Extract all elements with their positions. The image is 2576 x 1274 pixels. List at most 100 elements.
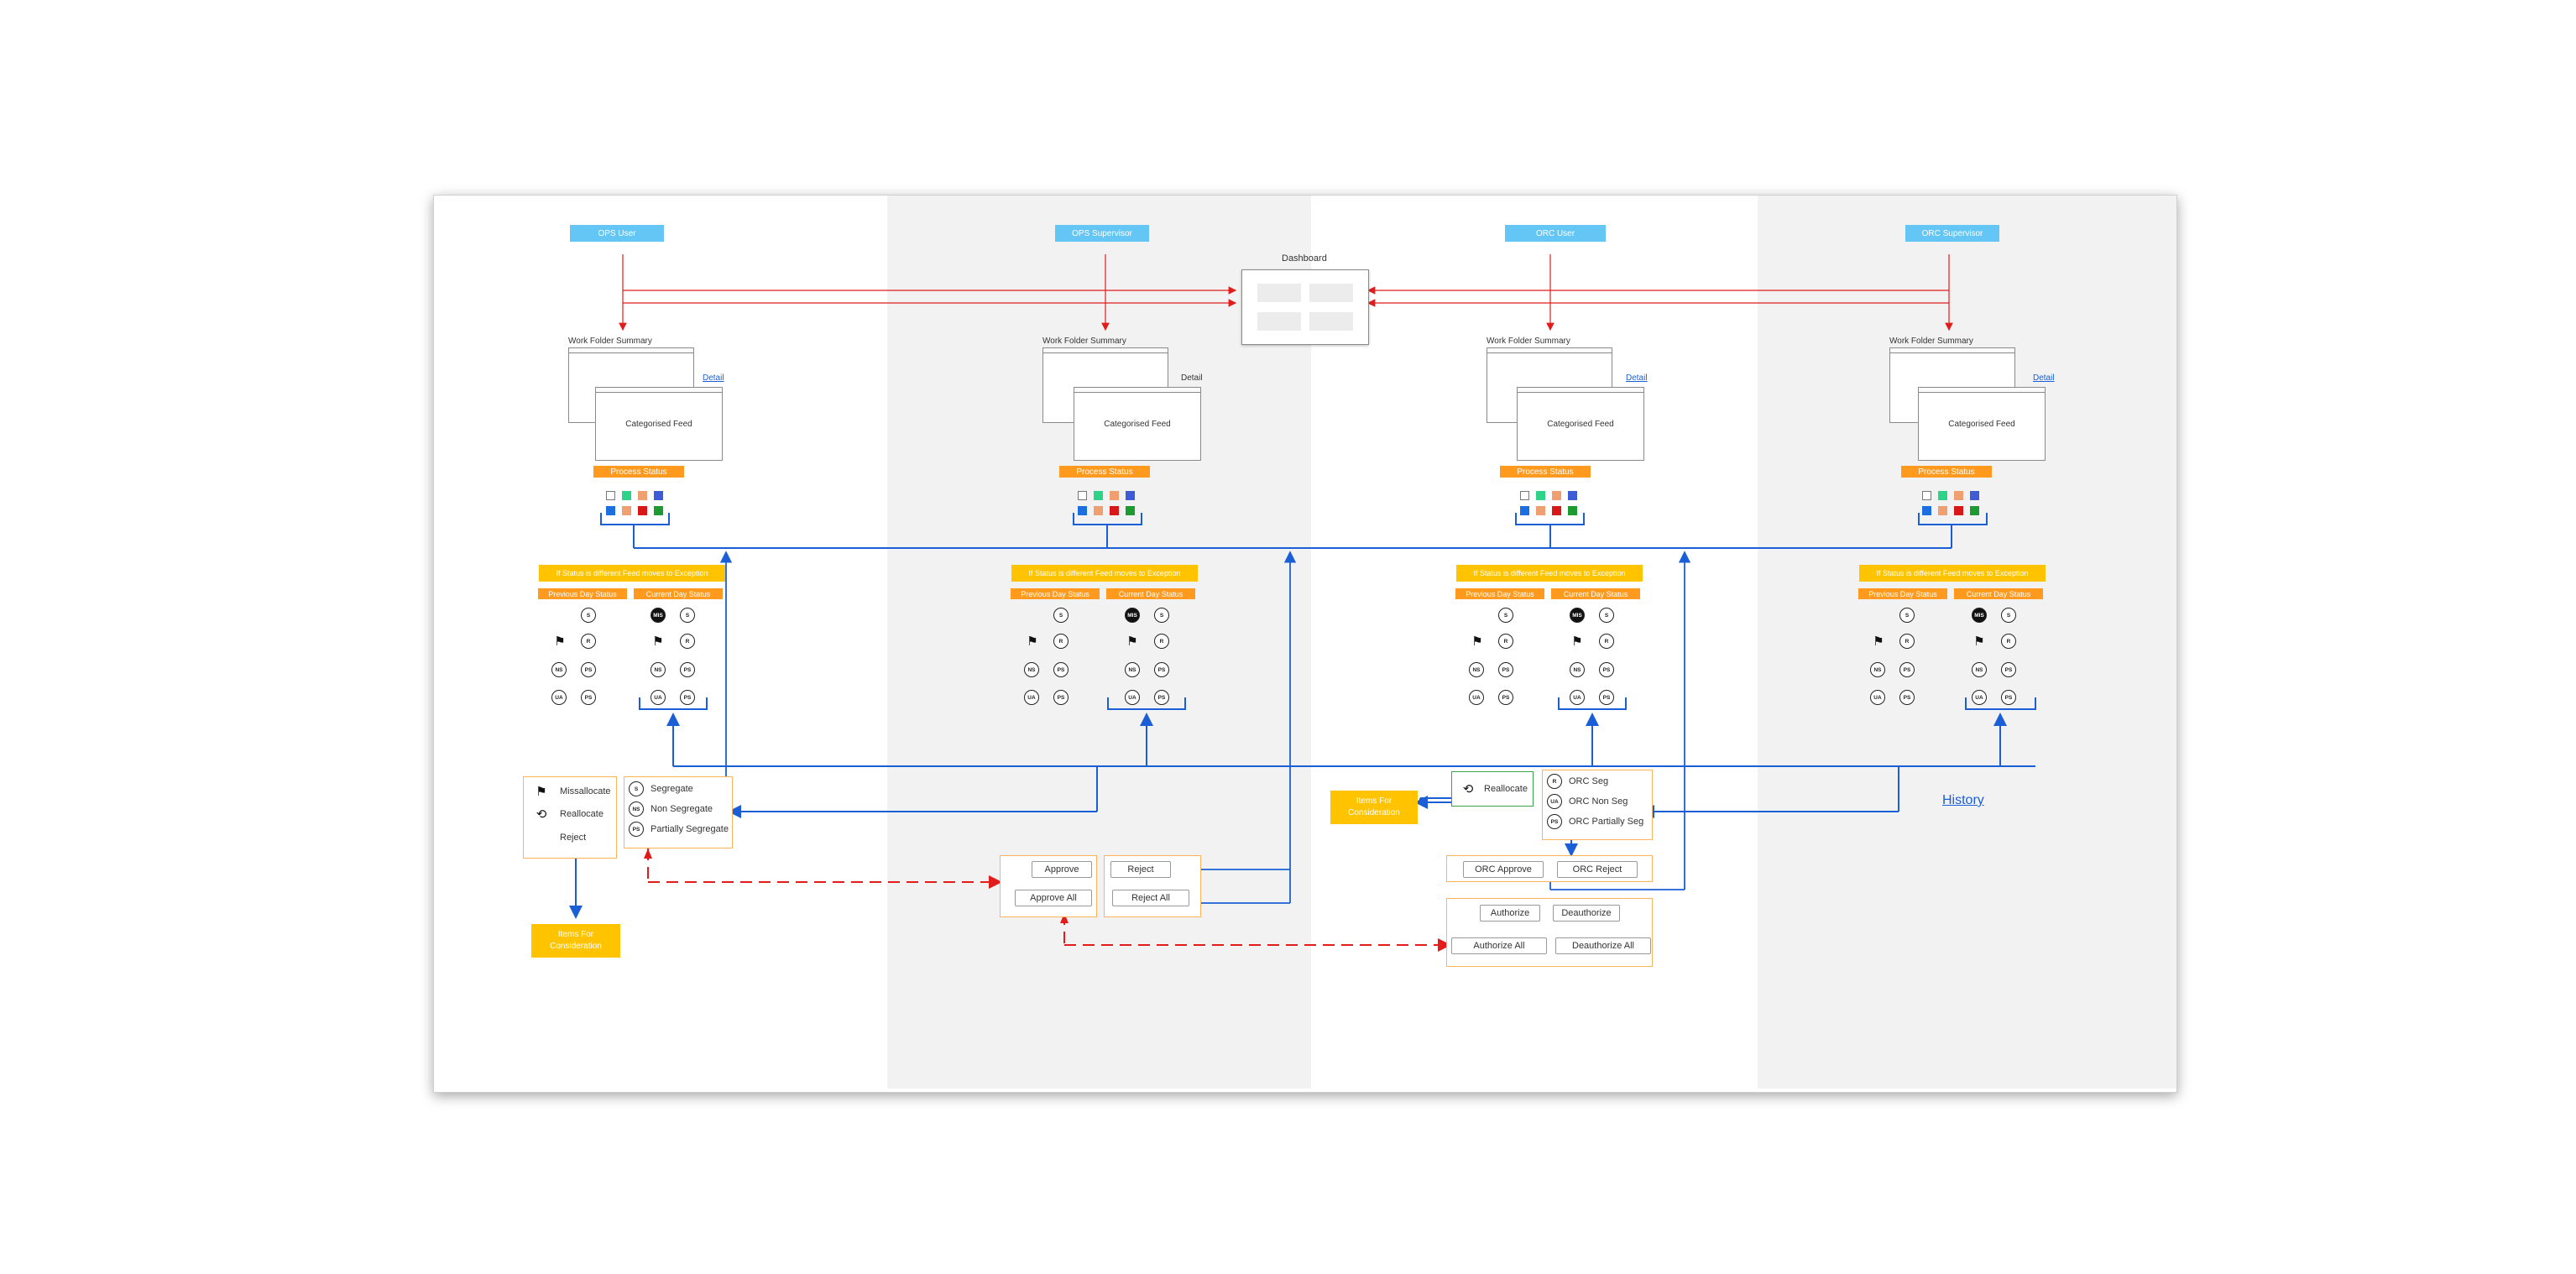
reject-option[interactable]: Reject [560, 833, 587, 843]
current-day-status-label: Current Day Status [1954, 588, 2043, 599]
process-status-swatches [1922, 491, 1989, 516]
dashboard-tile [1257, 284, 1301, 302]
unallocated-status-icon: UA [1870, 690, 1885, 705]
non-seg-status-icon: NS [1972, 662, 1987, 677]
partial-seg-status-icon: PS [680, 662, 695, 677]
swatch-blue [1078, 506, 1087, 515]
detail-link[interactable]: Detail [703, 373, 724, 383]
seg-status-icon: S [1899, 608, 1915, 623]
swatch-peach [638, 491, 647, 500]
seg-status-icon: S [1154, 608, 1169, 623]
orc-reallocate-label: Reallocate [1484, 784, 1528, 794]
swatch-peach [1938, 506, 1947, 515]
deauthorize-button[interactable]: Deauthorize [1553, 905, 1620, 922]
swatch-peach [1110, 491, 1119, 500]
history-link[interactable]: History [1942, 793, 1984, 807]
work-folder-summary-title: Work Folder Summary [568, 337, 652, 346]
detail-link[interactable]: Detail [2033, 373, 2055, 383]
reallocated-status-icon: R [680, 634, 695, 649]
reallocated-status-icon: R [581, 634, 596, 649]
categorised-feed-label: Categorised Feed [1948, 419, 2015, 429]
missallocated-status-icon: MIS [1972, 608, 1987, 623]
reject-button[interactable]: Reject [1110, 861, 1171, 878]
reject-all-button[interactable]: Reject All [1112, 890, 1189, 906]
lane-orc-supervisor [1758, 196, 2176, 1089]
deauthorize-all-button[interactable]: Deauthorize All [1555, 937, 1651, 954]
non-seg-status-icon: NS [1870, 662, 1885, 677]
missallocate-icon: ⚑ [1027, 634, 1038, 649]
partial-seg-status-icon: PS [1154, 690, 1169, 705]
categorised-feed-window[interactable]: Categorised Feed [1918, 387, 2046, 461]
partial-seg-status-icon: PS [1599, 690, 1614, 705]
non-seg-status-icon: NS [1024, 662, 1039, 677]
orc-approve-button[interactable]: ORC Approve [1463, 861, 1544, 878]
exception-rule-banner: If Status is different Feed moves to Exc… [1011, 565, 1198, 582]
categorised-feed-window[interactable]: Categorised Feed [595, 387, 723, 461]
partial-seg-status-icon: PS [1154, 662, 1169, 677]
reallocated-status-icon: R [1053, 634, 1069, 649]
current-day-status-label: Current Day Status [1106, 588, 1195, 599]
detail-label[interactable]: Detail [1181, 373, 1203, 383]
non-seg-status-icon: NS [1469, 662, 1484, 677]
work-folder-summary-title: Work Folder Summary [1889, 337, 1973, 346]
authorize-all-button[interactable]: Authorize All [1451, 937, 1547, 954]
orc-seg-label: ORC Seg [1569, 776, 1609, 786]
reallocate-option[interactable]: Reallocate [560, 809, 604, 819]
approve-all-button[interactable]: Approve All [1015, 890, 1092, 906]
partial-seg-status-icon: PS [581, 690, 596, 705]
swatch-red [1552, 506, 1561, 515]
missallocate-icon: ⚑ [1571, 634, 1583, 649]
exception-rule-banner: If Status is different Feed moves to Exc… [1456, 565, 1643, 582]
orc-reallocate-box[interactable] [1451, 771, 1534, 807]
orc-seg-option[interactable]: R ORC Seg [1547, 774, 1608, 789]
partial-seg-status-icon: PS [1498, 690, 1513, 705]
non-seg-status-icon: NS [1125, 662, 1140, 677]
categorised-feed-label: Categorised Feed [625, 419, 692, 429]
role-ops-user: OPS User [570, 225, 664, 242]
unallocated-status-icon: UA [1972, 690, 1987, 705]
missallocate-icon: ⚑ [1873, 634, 1884, 649]
missallocated-status-icon: MIS [651, 608, 666, 623]
partial-seg-status-icon: PS [1899, 662, 1915, 677]
seg-status-icon: S [1498, 608, 1513, 623]
categorised-feed-window[interactable]: Categorised Feed [1517, 387, 1644, 461]
orc-reject-button[interactable]: ORC Reject [1557, 861, 1638, 878]
process-status-label: Process Status [593, 466, 684, 478]
unallocated-status-icon: UA [1469, 690, 1484, 705]
detail-link[interactable]: Detail [1626, 373, 1648, 383]
partial-seg-status-icon: PS [581, 662, 596, 677]
seg-status-icon: S [1053, 608, 1069, 623]
partially-segregate-label: Partially Segregate [651, 824, 729, 834]
swatch-indigo [1970, 491, 1979, 500]
seg-status-icon: S [680, 608, 695, 623]
seg-status-icon: S [581, 608, 596, 623]
partial-seg-status-icon: PS [1599, 662, 1614, 677]
process-status-swatches [1078, 491, 1145, 516]
partial-seg-status-icon: PS [1498, 662, 1513, 677]
connector-lines [569, 254, 2036, 952]
missallocate-icon: ⚑ [554, 634, 566, 649]
missallocate-option[interactable]: Missallocate [560, 786, 611, 796]
swatch-green [1094, 491, 1103, 500]
current-day-status-label: Current Day Status [634, 588, 723, 599]
categorised-feed-window[interactable]: Categorised Feed [1074, 387, 1201, 461]
reallocated-status-icon: R [1547, 774, 1562, 789]
process-status-label: Process Status [1901, 466, 1992, 478]
items-for-consideration-box: Items For Consideration [531, 924, 620, 958]
swatch-peach [1094, 506, 1103, 515]
process-status-label: Process Status [1059, 466, 1150, 478]
dashboard-tile [1309, 284, 1353, 302]
swatch-green-dark [1970, 506, 1979, 515]
non-seg-status-icon: NS [651, 662, 666, 677]
dashboard-widget[interactable] [1241, 269, 1369, 345]
swatch-green [622, 491, 631, 500]
previous-day-status-label: Previous Day Status [1455, 588, 1544, 599]
seg-status-icon: S [2001, 608, 2016, 623]
approve-button[interactable]: Approve [1032, 861, 1092, 878]
authorize-button[interactable]: Authorize [1480, 905, 1540, 922]
